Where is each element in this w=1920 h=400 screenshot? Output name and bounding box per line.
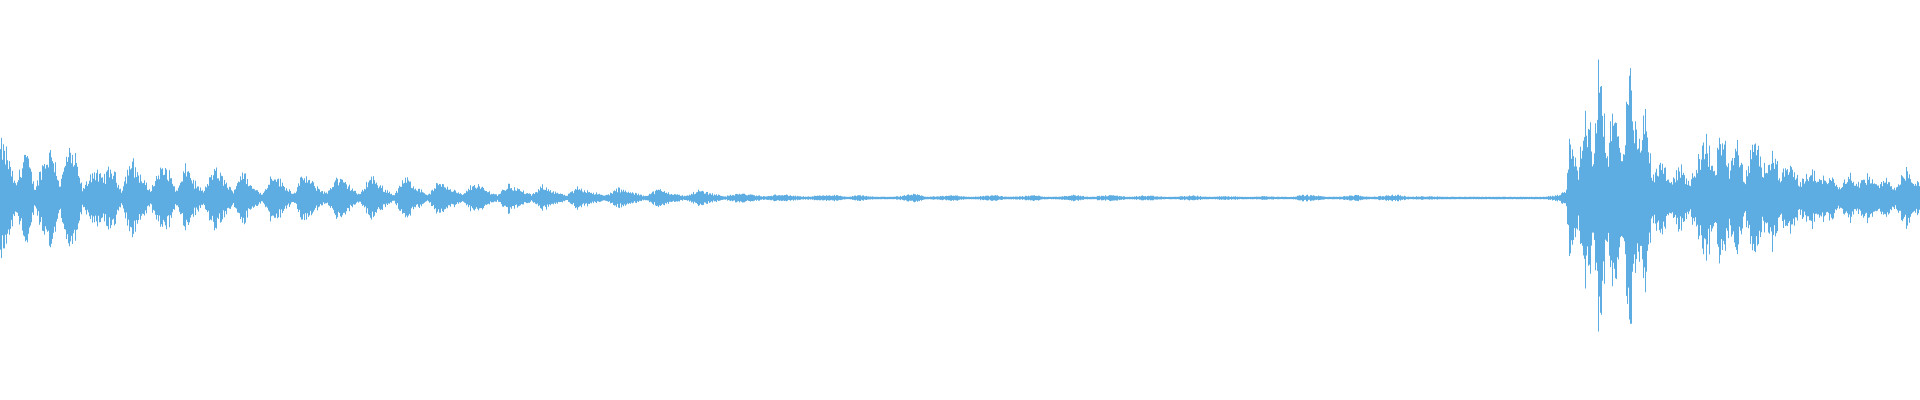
waveform-samples <box>0 59 1920 332</box>
waveform-path <box>0 59 1920 332</box>
